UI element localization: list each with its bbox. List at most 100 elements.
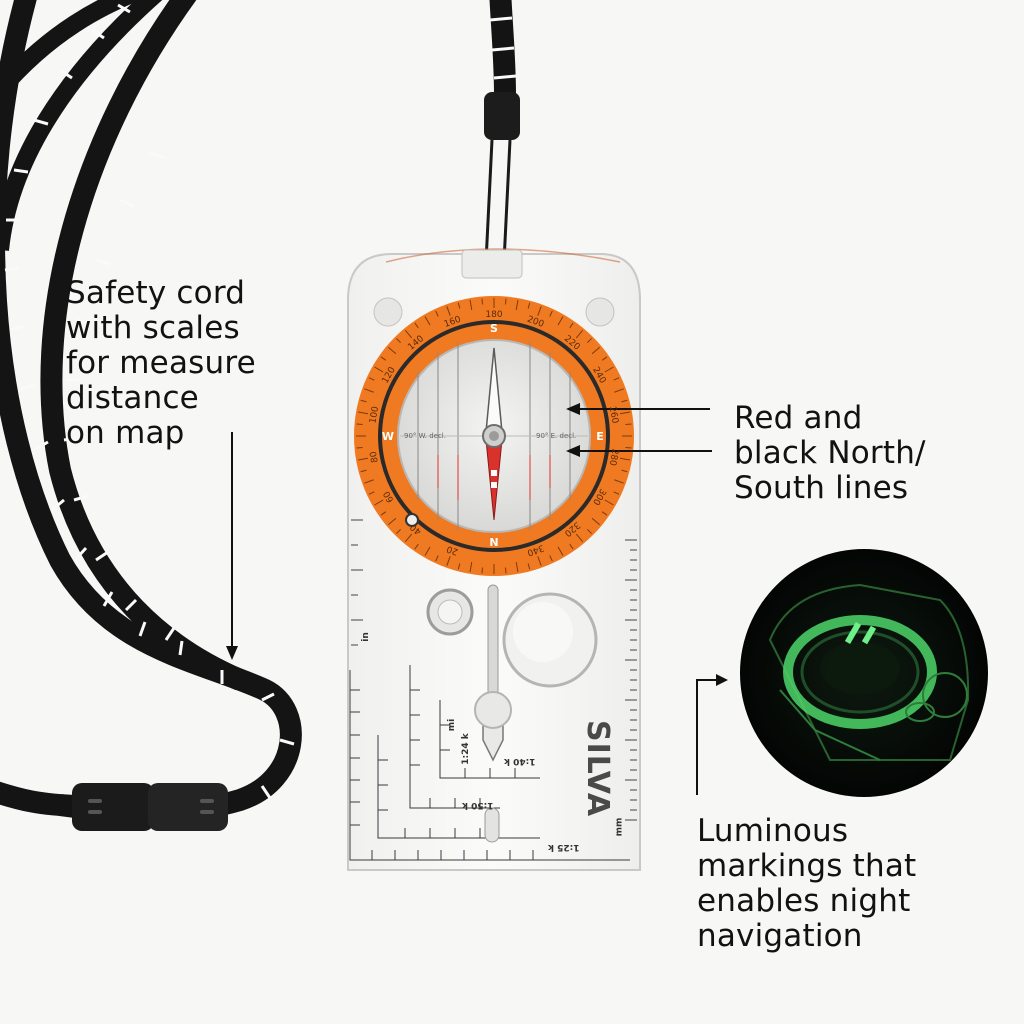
bezel-tick: [360, 399, 367, 403]
bezel-degree-label: 100: [368, 405, 381, 424]
bezel-tick: [537, 306, 542, 316]
luminous-pointer-arrow: [716, 674, 728, 686]
callout-luminous-line: navigation: [697, 918, 863, 954]
bezel-tick: [414, 543, 419, 550]
bezel-tick: [614, 479, 624, 484]
cord-clip-right: [148, 783, 228, 831]
bezel-tick: [358, 411, 369, 415]
bezel-tick: [575, 329, 584, 339]
safety-cord: [0, 0, 302, 831]
compass-baseplate: [347, 248, 641, 871]
bezel-tick: [613, 377, 620, 381]
bezel-tick: [396, 338, 402, 344]
callout-north-south-line: black North/: [734, 435, 926, 471]
compass-capsule: [354, 296, 634, 576]
bezel-tick: [614, 388, 624, 393]
cardinal-label: W: [382, 430, 394, 443]
bezel-tick: [360, 469, 367, 473]
bezel-tick: [604, 499, 614, 506]
plate-hole-right: [585, 297, 615, 327]
bezel-tick: [601, 511, 608, 516]
bezel-tick: [621, 399, 628, 403]
bezel-tick: [557, 316, 564, 326]
scale-label-1-25k: 1:25 k: [548, 842, 580, 852]
north-line-arrow: [566, 403, 580, 415]
bezel-tick: [404, 533, 413, 543]
callout-safety-cord-line: Safety cord: [66, 275, 246, 311]
bezel-tick: [601, 356, 608, 361]
bezel-tick: [537, 556, 542, 566]
bezel-tick: [569, 543, 574, 550]
callout-north-south-line: Red and: [734, 400, 863, 436]
bezel-tick: [435, 310, 439, 317]
glowing-bezel: [783, 615, 937, 729]
callout-north-south-line: South lines: [734, 470, 909, 506]
cord-scale-ticks: [4, 3, 295, 815]
luminous-pointer-line: [696, 679, 718, 795]
bezel-tick: [374, 499, 384, 506]
bezel-tick: [374, 366, 384, 373]
callout-safety-cord-line: distance: [66, 380, 199, 416]
bezel-tick: [591, 346, 601, 355]
bezel-tick: [380, 511, 387, 516]
red-orienting-marks: [437, 455, 551, 500]
bezel-tick: [604, 366, 614, 373]
bezel-degree-label: 20: [445, 543, 459, 556]
bezel-tick: [364, 388, 374, 393]
bezel-tick: [527, 302, 531, 309]
callout-safety-cord-line: for measure: [66, 345, 256, 381]
callout-pointers: [226, 403, 728, 795]
callout-luminous-line: Luminous: [697, 813, 849, 849]
bezel-tick: [446, 556, 451, 566]
bezel-tick: [469, 300, 473, 311]
bezel-tick: [549, 555, 553, 562]
bezel-degree-label: 180: [485, 310, 502, 320]
cardinal-label: N: [489, 536, 498, 549]
callout-safety-cord-line: on map: [66, 415, 185, 451]
bezel-tick: [380, 356, 387, 361]
bezel-tick: [586, 338, 592, 344]
cord-pointer-arrow: [226, 646, 238, 660]
compass-needle: [482, 347, 506, 521]
bezel-tick: [621, 469, 628, 473]
bezel-tick: [625, 447, 632, 449]
bezel-tick: [368, 377, 375, 381]
inch-ruler: [351, 519, 363, 646]
bezel-degree-label: 280: [607, 448, 620, 467]
cardinal-label: E: [596, 430, 604, 443]
bezel-tick: [515, 561, 519, 572]
mm-ruler: [625, 539, 637, 821]
bezel-tick: [404, 329, 413, 339]
map-scales: [349, 665, 630, 861]
bezel-degree-label: 260: [607, 406, 620, 425]
bezel-tick: [356, 423, 363, 425]
lanyard-top: [484, 0, 520, 263]
bezel-tick: [569, 322, 574, 329]
bezel-tick: [481, 298, 483, 305]
bezel-tick: [424, 546, 431, 556]
scale-label-in: in: [360, 632, 371, 642]
bezel-tick: [358, 457, 369, 461]
bezel-tick: [414, 322, 419, 329]
bezel-tick: [424, 316, 431, 326]
bezel-tick: [619, 457, 630, 461]
plate-hole-left: [373, 297, 403, 327]
bezel-tick: [515, 300, 519, 311]
bezel-degree-label: 80: [369, 450, 381, 463]
bezel-tick: [457, 563, 461, 570]
bezel-tick: [527, 563, 531, 570]
scale-label-1-40k: 1:40 k: [504, 756, 536, 766]
callout-north-south-lines: Red and black North/ South lines: [734, 401, 926, 506]
bezel-tick: [619, 411, 630, 415]
bezel-tick: [356, 447, 363, 449]
south-line-arrow: [566, 445, 580, 457]
cord-lock: [484, 92, 520, 140]
bezel-tick: [481, 567, 483, 574]
bezel-tick: [591, 517, 601, 526]
scale-label-1-24k: 1:24 k: [460, 733, 471, 765]
bezel-tick: [549, 310, 553, 317]
callout-safety-cord: Safety cord with scales for measure dist…: [66, 276, 256, 451]
callout-safety-cord-line: with scales: [66, 310, 240, 346]
bezel-tick: [613, 491, 620, 495]
declination-west-label: 90° W. decl.: [404, 432, 446, 440]
